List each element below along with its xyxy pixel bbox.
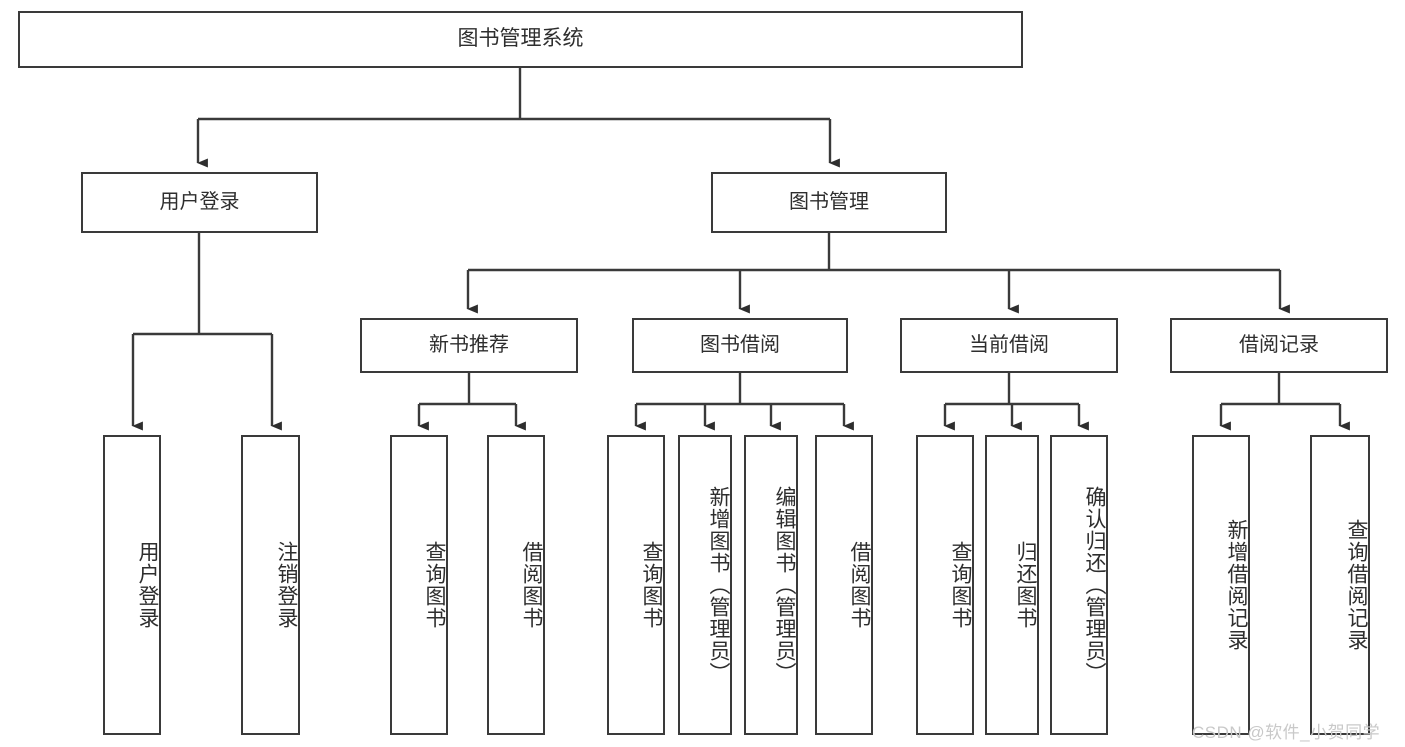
- node-leaf-query-book-3-label: 查询图书: [949, 541, 972, 629]
- node-leaf-user-login[interactable]: 用户登录: [103, 435, 161, 735]
- node-book-manage-label: 图书管理: [789, 190, 869, 213]
- node-leaf-edit-book[interactable]: 编辑图书（管理员）: [744, 435, 798, 735]
- node-user-login[interactable]: 用户登录: [81, 172, 318, 233]
- node-leaf-query-book-1-label: 查询图书: [423, 541, 446, 629]
- node-leaf-add-book[interactable]: 新增图书（管理员）: [678, 435, 732, 735]
- node-leaf-borrow-book-2[interactable]: 借阅图书: [815, 435, 873, 735]
- node-leaf-query-book-1[interactable]: 查询图书: [390, 435, 448, 735]
- node-user-login-label: 用户登录: [159, 190, 240, 213]
- node-leaf-query-record[interactable]: 查询借阅记录: [1310, 435, 1370, 735]
- node-leaf-borrow-book-2-label: 借阅图书: [848, 541, 871, 629]
- node-book-borrow-label: 图书借阅: [700, 333, 780, 356]
- node-current-borrow[interactable]: 当前借阅: [900, 318, 1118, 373]
- node-leaf-query-book-3[interactable]: 查询图书: [916, 435, 974, 735]
- node-leaf-borrow-book-1-label: 借阅图书: [520, 541, 543, 629]
- node-new-book-recommend[interactable]: 新书推荐: [360, 318, 578, 373]
- node-leaf-add-record-label: 新增借阅记录: [1225, 519, 1248, 651]
- node-root-label: 图书管理系统: [457, 27, 584, 51]
- node-book-manage[interactable]: 图书管理: [711, 172, 947, 233]
- node-book-borrow[interactable]: 图书借阅: [632, 318, 848, 373]
- node-leaf-query-record-label: 查询借阅记录: [1345, 519, 1368, 651]
- node-new-book-recommend-label: 新书推荐: [429, 333, 509, 356]
- node-root[interactable]: 图书管理系统: [18, 11, 1023, 68]
- node-current-borrow-label: 当前借阅: [969, 333, 1049, 356]
- node-leaf-return-book-label: 归还图书: [1014, 541, 1037, 629]
- node-borrow-record-label: 借阅记录: [1239, 333, 1319, 356]
- node-leaf-return-book[interactable]: 归还图书: [985, 435, 1039, 735]
- node-leaf-logout-label: 注销登录: [275, 541, 298, 629]
- node-leaf-confirm-return[interactable]: 确认归还（管理员）: [1050, 435, 1108, 735]
- csdn-watermark: CSDN @软件_小贺同学: [1192, 723, 1381, 742]
- node-leaf-query-book-2-label: 查询图书: [640, 541, 663, 629]
- node-borrow-record[interactable]: 借阅记录: [1170, 318, 1388, 373]
- node-leaf-add-record[interactable]: 新增借阅记录: [1192, 435, 1250, 735]
- node-leaf-query-book-2[interactable]: 查询图书: [607, 435, 665, 735]
- node-leaf-user-login-label: 用户登录: [136, 541, 159, 629]
- node-leaf-logout[interactable]: 注销登录: [241, 435, 300, 735]
- node-leaf-borrow-book-1[interactable]: 借阅图书: [487, 435, 545, 735]
- node-leaf-confirm-return-label: 确认归还（管理员）: [1083, 486, 1106, 684]
- node-leaf-add-book-label: 新增图书（管理员）: [707, 486, 730, 684]
- node-leaf-edit-book-label: 编辑图书（管理员）: [773, 486, 796, 684]
